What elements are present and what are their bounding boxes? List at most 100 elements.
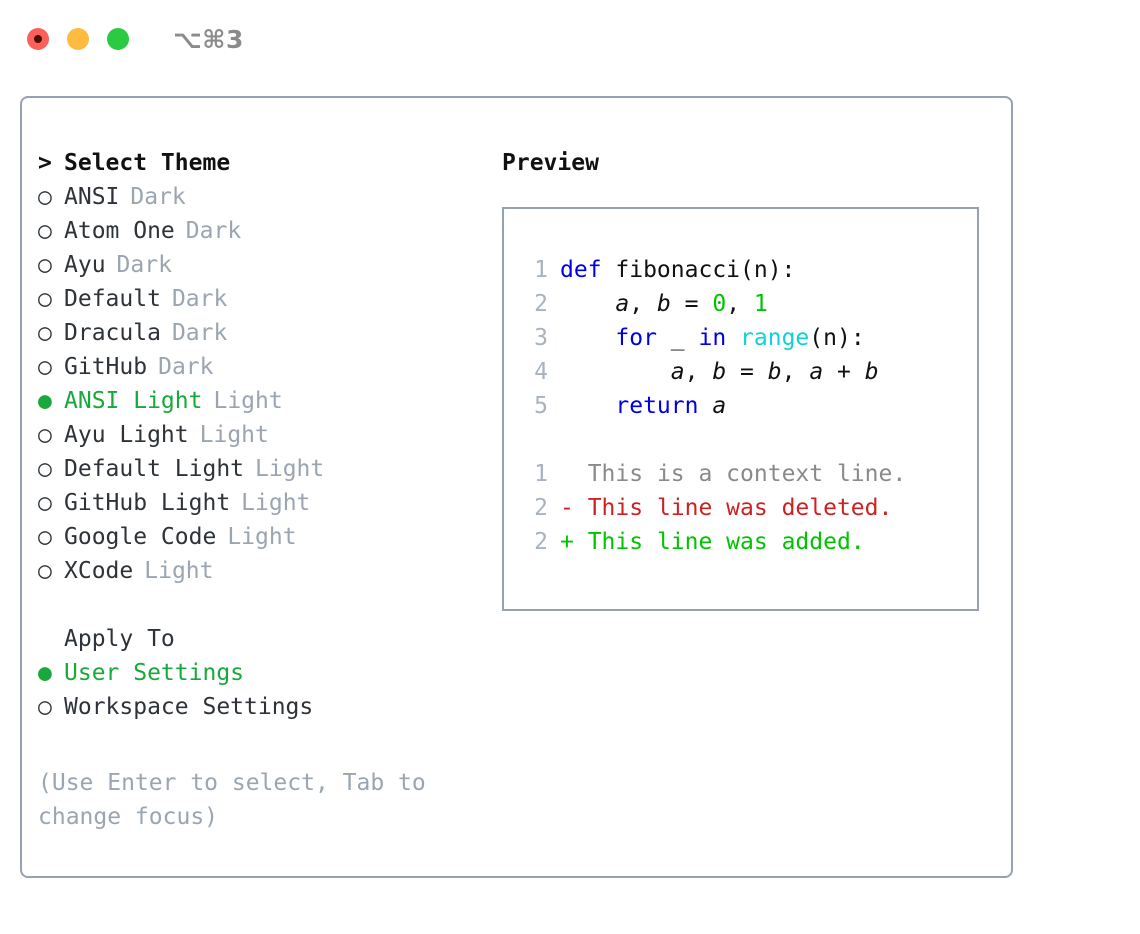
code-token: _ bbox=[656, 325, 699, 351]
theme-list-item[interactable]: ○ Default Light Light bbox=[38, 452, 498, 486]
code-line: 1 def fibonacci(n): bbox=[522, 253, 977, 287]
maximize-window-button[interactable] bbox=[107, 28, 129, 50]
code-token bbox=[560, 291, 615, 317]
radio-unselected-icon[interactable]: ○ bbox=[38, 252, 52, 278]
theme-name: Default Light bbox=[64, 456, 245, 482]
minimize-window-button[interactable] bbox=[67, 28, 89, 50]
radio-unselected-icon[interactable]: ○ bbox=[38, 558, 52, 584]
radio-unselected-icon[interactable]: ○ bbox=[38, 354, 52, 380]
window-title: ⌥⌘3 bbox=[173, 24, 244, 54]
diff-line-content: This line was deleted. bbox=[573, 495, 893, 521]
theme-list-item[interactable]: ○ ANSI Dark bbox=[38, 180, 498, 214]
apply-to-heading-label: Apply To bbox=[64, 626, 175, 652]
preview-code-box: 1 def fibonacci(n): 2 a, b = 0, 1 3 for _ i… bbox=[502, 207, 979, 611]
code-line-content: a, b = 0, 1 bbox=[560, 287, 768, 321]
theme-kind-badge: Dark bbox=[116, 252, 172, 278]
code-token: in bbox=[698, 325, 727, 351]
theme-kind-badge: Light bbox=[199, 422, 269, 448]
line-number: 1 bbox=[534, 257, 548, 283]
preview-title: Preview bbox=[502, 150, 599, 176]
code-token: = bbox=[670, 291, 713, 317]
theme-list-item[interactable]: ○ GitHub Light Light bbox=[38, 486, 498, 520]
radio-selected-icon[interactable]: ● bbox=[38, 388, 52, 414]
apply-to-option-label: User Settings bbox=[64, 660, 245, 686]
line-number: 3 bbox=[534, 325, 548, 351]
radio-unselected-icon[interactable]: ○ bbox=[38, 456, 52, 482]
code-token: a bbox=[809, 359, 824, 385]
select-theme-heading: > Select Theme bbox=[38, 146, 498, 180]
code-token: 1 bbox=[753, 291, 768, 317]
code-token: fibonacci(n): bbox=[601, 257, 796, 283]
code-token: range bbox=[740, 325, 810, 351]
theme-list-item[interactable]: ● ANSI Light Light bbox=[38, 384, 498, 418]
radio-unselected-icon[interactable]: ○ bbox=[38, 422, 52, 448]
caret-icon: > bbox=[38, 150, 52, 176]
code-token: return bbox=[615, 393, 699, 419]
code-token: b bbox=[767, 359, 782, 385]
theme-list-item[interactable]: ○ XCode Light bbox=[38, 554, 498, 588]
theme-list-item[interactable]: ○ Ayu Light Light bbox=[38, 418, 498, 452]
radio-unselected-icon[interactable]: ○ bbox=[38, 218, 52, 244]
diff-line-content: This line was added. bbox=[573, 529, 865, 555]
code-token: for bbox=[615, 325, 657, 351]
radio-selected-icon[interactable]: ● bbox=[38, 660, 52, 686]
diff-line: 2- This line was deleted. bbox=[522, 491, 977, 525]
diff-marker bbox=[560, 457, 574, 491]
line-number: 2 bbox=[534, 291, 548, 317]
theme-kind-badge: Dark bbox=[130, 184, 186, 210]
theme-kind-badge: Light bbox=[241, 490, 311, 516]
code-line: 5 return a bbox=[522, 389, 977, 423]
code-token bbox=[698, 393, 712, 419]
code-line-content: def fibonacci(n): bbox=[560, 253, 795, 287]
theme-name: ANSI bbox=[64, 184, 120, 210]
code-token: def bbox=[560, 257, 602, 283]
line-number: 4 bbox=[534, 359, 548, 385]
theme-kind-badge: Light bbox=[227, 524, 297, 550]
theme-name: GitHub Light bbox=[64, 490, 231, 516]
radio-unselected-icon[interactable]: ○ bbox=[38, 184, 52, 210]
list-spacer bbox=[38, 588, 498, 622]
theme-kind-badge: Light bbox=[144, 558, 214, 584]
radio-unselected-icon[interactable]: ○ bbox=[38, 286, 52, 312]
close-window-button[interactable] bbox=[27, 28, 49, 50]
code-token: b bbox=[864, 359, 879, 385]
radio-unselected-icon[interactable]: ○ bbox=[38, 490, 52, 516]
line-number: 2 bbox=[534, 495, 548, 521]
theme-kind-badge: Light bbox=[213, 388, 283, 414]
radio-unselected-icon[interactable]: ○ bbox=[38, 694, 52, 720]
apply-to-heading: Apply To bbox=[38, 622, 498, 656]
diff-line-content: This is a context line. bbox=[573, 461, 907, 487]
select-theme-heading-label: Select Theme bbox=[64, 150, 231, 176]
apply-to-option[interactable]: ● User Settings bbox=[38, 656, 498, 690]
theme-name: ANSI Light bbox=[64, 388, 203, 414]
theme-name: XCode bbox=[64, 558, 134, 584]
apply-to-option[interactable]: ○Workspace Settings bbox=[38, 690, 498, 724]
line-number: 2 bbox=[534, 529, 548, 555]
code-token: a bbox=[615, 291, 630, 317]
diff-line: 2 + This line was added. bbox=[522, 525, 977, 559]
radio-unselected-icon[interactable]: ○ bbox=[38, 524, 52, 550]
code-line-content: a, b = b, a + b bbox=[560, 355, 879, 389]
keyboard-hint: (Use Enter to select, Tab to change focu… bbox=[38, 770, 426, 830]
hint-spacer bbox=[38, 724, 498, 758]
code-token: a bbox=[712, 393, 727, 419]
code-token bbox=[560, 359, 671, 385]
theme-name: Ayu Light bbox=[64, 422, 189, 448]
theme-kind-badge: Dark bbox=[185, 218, 242, 244]
diff-line: 1 This is a context line. bbox=[522, 457, 977, 491]
code-token bbox=[560, 325, 615, 351]
theme-kind-badge: Light bbox=[255, 456, 325, 482]
theme-name: GitHub bbox=[64, 354, 148, 380]
radio-unselected-icon[interactable]: ○ bbox=[38, 320, 52, 346]
code-diff-spacer bbox=[522, 423, 977, 457]
diff-marker: + bbox=[560, 529, 574, 555]
apply-to-list: ● User Settings ○Workspace Settings bbox=[38, 656, 498, 724]
